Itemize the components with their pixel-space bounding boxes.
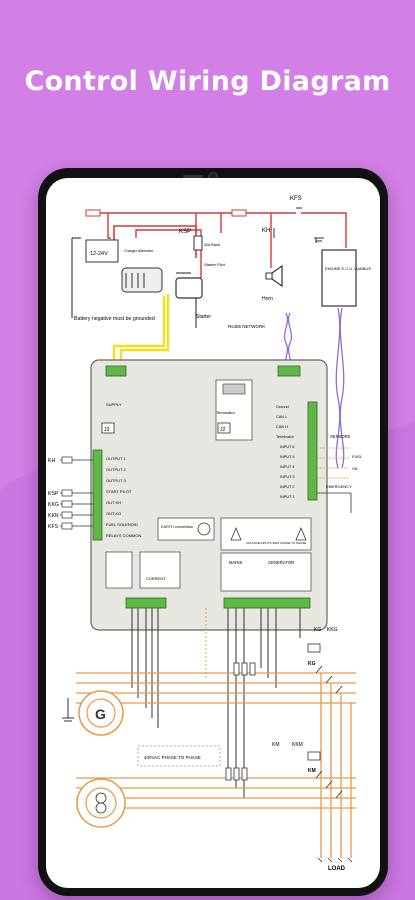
- oil-label: OIL: [352, 466, 359, 471]
- kkg-label: KKG: [327, 627, 338, 633]
- charger-label: Charger Alternator: [124, 249, 154, 253]
- generator-symbol: G: [95, 706, 106, 722]
- input-5-label: INPUT 5: [280, 455, 295, 459]
- controller-unit: SUPPLY J3 Terminator J2 OUTPUT 1 OUTPUT …: [48, 359, 363, 631]
- generator-label: GENERATOR: [268, 560, 294, 565]
- input-4-label: INPUT 4: [280, 465, 295, 469]
- starter-pilot-label: Starter Pilot: [204, 262, 226, 267]
- relay-kkn-label: KKN: [48, 513, 59, 519]
- wiring-diagram: 12-24V Charger Alternator 40A Rated Star…: [48, 196, 371, 872]
- earth-label: EARTH connection: [161, 525, 193, 529]
- power-wiring: G 400VAC PHASE TO PHASE: [62, 608, 356, 872]
- input-1-label: INPUT 1: [280, 495, 295, 499]
- terminator-right-label: Terminator: [276, 435, 295, 439]
- phase-note: 400VAC PHASE TO PHASE: [144, 755, 201, 760]
- ground-label: Ground: [276, 405, 289, 409]
- top-wiring: 12-24V Charger Alternator 40A Rated Star…: [71, 196, 371, 469]
- sensors-label: SENSORS: [330, 434, 351, 439]
- page-title: Control Wiring Diagram: [24, 66, 391, 97]
- output-1-label: OUTPUT 1: [106, 456, 126, 461]
- terminator-label: Terminator: [216, 410, 236, 415]
- supply-label: SUPPLY: [106, 402, 122, 407]
- voltage-inputs-label: VOLTAGE INPUTS 400V PHASE TO PHASE: [246, 541, 306, 545]
- phone-mockup: 12-24V Charger Alternator 40A Rated Star…: [38, 168, 388, 896]
- relay-kkg-label: KKG: [48, 502, 59, 508]
- phone-speaker: [183, 175, 203, 178]
- kg-top-label: KG: [314, 627, 321, 633]
- can-h-label: CAN H: [276, 425, 288, 429]
- can-l-label: CAN L: [276, 415, 287, 419]
- right-terminal-labels: Ground CAN L CAN H Terminator INPUT 6 IN…: [276, 405, 295, 499]
- relay-ksp-label: KSP: [48, 491, 59, 497]
- rated-label: 40A Rated: [204, 243, 220, 247]
- j2-label: J2: [220, 427, 226, 433]
- j3-label: J3: [104, 427, 110, 433]
- current-label: CURRENT: [146, 576, 166, 581]
- sensors-group: SENSORS FUEL OIL EMERGENCY: [317, 434, 363, 513]
- relay-kfs-label: KFS: [48, 524, 59, 530]
- output-3-label: OUTPUT 3: [106, 478, 126, 483]
- output-labels: OUTPUT 1 OUTPUT 2 OUTPUT 3 START PILOT O…: [106, 456, 141, 538]
- km-top-label: KM: [272, 742, 280, 748]
- starter-label: Starter: [196, 314, 211, 320]
- input-2-label: INPUT 2: [280, 485, 295, 489]
- kkm-label: KKM: [292, 742, 303, 748]
- relays-common-label: RELAYS COMMON: [106, 533, 141, 538]
- kh-top-label: KH: [262, 228, 270, 234]
- start-pilot-label: START PILOT: [106, 489, 132, 494]
- out-kg-label: OUT KG: [106, 511, 121, 516]
- kfs-top-label: KFS: [290, 196, 302, 202]
- diagram-screen: 12-24V Charger Alternator 40A Rated Star…: [46, 178, 380, 888]
- kg-label: KG: [308, 661, 316, 667]
- engine-ecu-label: ENGINE E.C.U. CANBUS: [325, 266, 371, 271]
- battery-label: 12-24V: [90, 251, 108, 257]
- km-label: KM: [308, 768, 316, 774]
- output-2-label: OUTPUT 2: [106, 467, 126, 472]
- emergency-label: EMERGENCY: [326, 484, 352, 489]
- out-kh-label: OUT KH: [106, 500, 121, 505]
- battery-note: Battery negative must be grounded: [74, 316, 155, 322]
- fuel-label: FUEL: [352, 454, 363, 459]
- rs485-label: Rs485 NETWORK: [228, 324, 265, 329]
- mains-label: MAINS: [229, 560, 242, 565]
- left-relays: KH KSP KKG KKN KFS: [48, 456, 93, 530]
- ksp-top-label: KSP: [179, 229, 191, 235]
- fuel-solenoid-label: FUEL SOLENOID: [106, 522, 138, 527]
- relay-kh-label: KH: [48, 458, 55, 464]
- input-6-label: INPUT 6: [280, 445, 295, 449]
- input-3-label: INPUT 3: [280, 475, 295, 479]
- horn-label: Horn: [262, 296, 273, 302]
- load-label: LOAD: [328, 866, 346, 872]
